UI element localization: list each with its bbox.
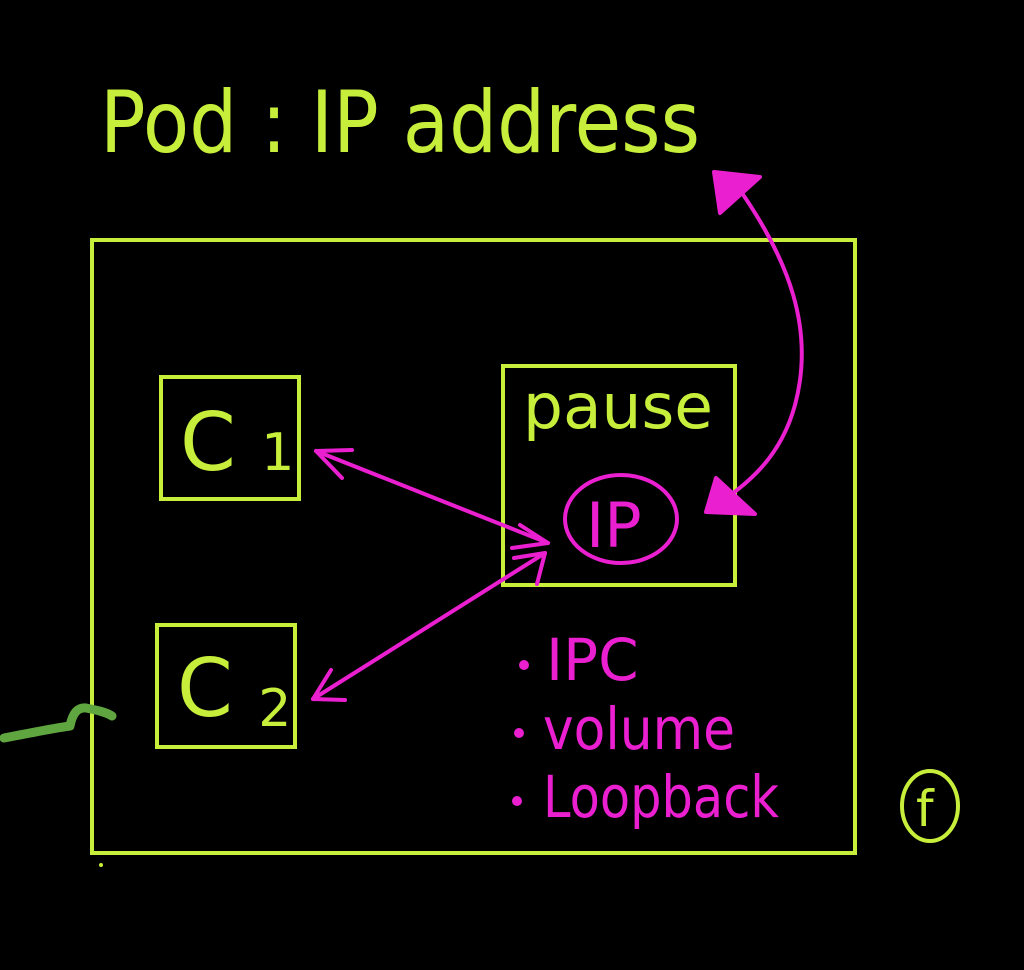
shared-item-ipc: IPC	[546, 626, 639, 694]
arrow-c1-ip	[314, 448, 550, 550]
stray-dot	[99, 863, 103, 867]
container-c1-label: C	[180, 396, 236, 489]
container-c1-subscript: 1	[261, 423, 294, 483]
container-c1-box	[159, 375, 301, 501]
pod-box	[90, 238, 857, 855]
diagram-title: Pod : IP address	[100, 73, 700, 173]
ip-label: IP	[586, 489, 642, 562]
svg-text:C 2: C 2	[177, 642, 291, 739]
container-c2-label: C	[177, 642, 233, 735]
arrow-head-bottom	[704, 476, 757, 516]
container-c2-box	[155, 623, 297, 749]
pause-container-box	[501, 364, 737, 587]
container-c2: C 2	[155, 623, 297, 749]
shared-items-list: IPC volume Loopback	[512, 626, 779, 831]
arrow-c2-ip	[311, 551, 547, 702]
corner-badge-label: f	[916, 780, 935, 838]
arrow-head-top	[712, 170, 762, 215]
shared-item-volume: volume	[543, 695, 735, 763]
shared-item-loopback: Loopback	[543, 763, 779, 831]
ip-circle	[563, 473, 679, 565]
arrow-title-ip	[704, 170, 804, 516]
corner-badge-circle	[900, 769, 960, 843]
bullet-icon	[519, 660, 529, 670]
bullet-icon	[512, 796, 522, 806]
container-c2-subscript: 2	[258, 679, 291, 739]
pause-label: pause	[523, 370, 713, 443]
svg-text:C 1: C 1	[180, 396, 294, 489]
corner-badge: f	[900, 769, 960, 843]
pause-container: pause IP	[501, 364, 737, 587]
scribble-mark	[0, 703, 117, 743]
container-c1: C 1	[159, 375, 301, 501]
bullet-icon	[514, 728, 524, 738]
